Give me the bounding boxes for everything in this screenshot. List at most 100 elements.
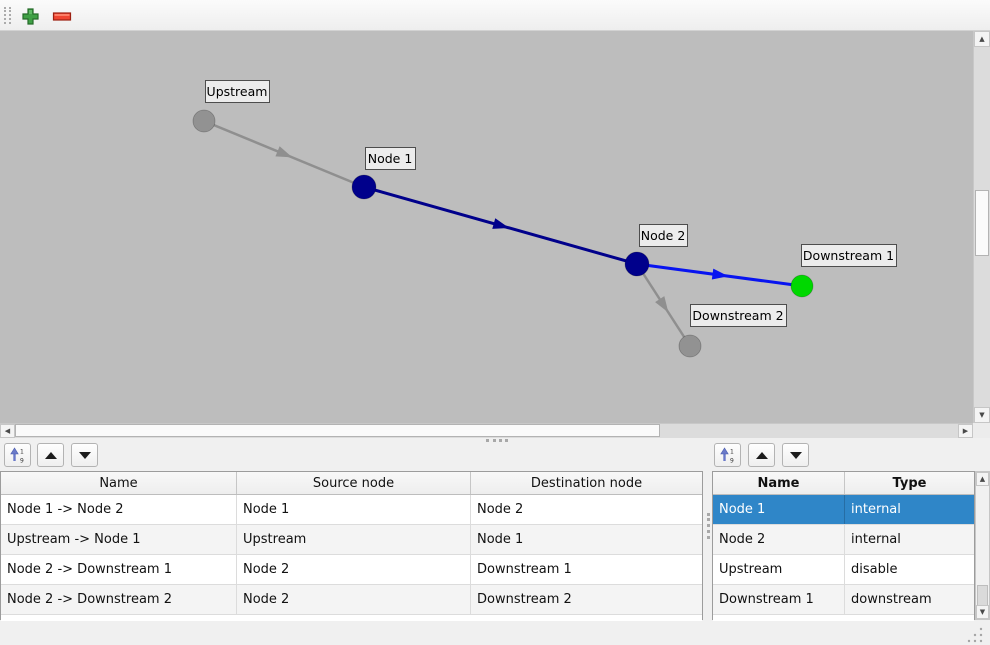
nodes-move-up-button[interactable] (748, 443, 775, 467)
edge-arrow-icon (655, 296, 669, 313)
node-label-box[interactable] (690, 304, 787, 327)
nodes-move-down-button[interactable] (782, 443, 809, 467)
node-label: Downstream 1 (803, 248, 894, 263)
table-cell: internal (851, 532, 901, 547)
svg-text:1: 1 (20, 448, 24, 455)
node-label: Node 1 (368, 151, 413, 166)
add-node-button[interactable] (18, 5, 42, 27)
table-scroll-thumb[interactable] (977, 585, 988, 606)
table-cell: Node 2 -> Downstream 1 (1, 555, 237, 584)
table-splitter-handle[interactable] (704, 471, 712, 620)
table-cell: Downstream 2 (477, 592, 572, 607)
canvas-horizontal-scrollbar[interactable]: ◀ ▶ (0, 423, 973, 438)
scroll-down-button[interactable]: ▼ (974, 407, 990, 423)
vertical-scroll-thumb[interactable] (975, 190, 989, 256)
svg-text:1: 1 (730, 448, 734, 455)
nodes-table-scrollbar[interactable]: ▲ ▼ (975, 471, 990, 620)
table-cell: Node 1 (713, 495, 845, 524)
green-plus-icon (21, 7, 39, 25)
table-cell: Downstream 1 (477, 562, 572, 577)
table-cell: Upstream (713, 555, 845, 584)
remove-node-button[interactable] (50, 5, 74, 27)
node-label-box[interactable] (801, 244, 897, 267)
scroll-right-button[interactable]: ▶ (958, 424, 973, 438)
table-cell: Node 2 -> Downstream 2 (1, 585, 237, 614)
splitter-dots-icon (707, 513, 710, 539)
node-label: Node 2 (641, 228, 686, 243)
table-cell: Node 2 (237, 585, 471, 614)
triangle-up-icon (44, 451, 57, 459)
svg-text:9: 9 (730, 457, 734, 464)
table-cell: Upstream -> Node 1 (1, 525, 237, 554)
edge-arrow-icon (711, 268, 729, 280)
node-label: Upstream (207, 84, 268, 99)
table-row[interactable]: Upstream disable (713, 555, 974, 585)
column-header[interactable]: Name (713, 472, 845, 494)
canvas-vertical-scrollbar[interactable]: ▲ ▼ (973, 31, 990, 423)
table-cell: Upstream (237, 525, 471, 554)
node-label-box[interactable] (205, 80, 270, 103)
edge-arrow-icon (275, 146, 293, 158)
table-cell: Node 1 (237, 495, 471, 524)
node-label-box[interactable] (365, 147, 416, 170)
splitter-dots-icon (486, 439, 508, 442)
red-minus-icon (52, 11, 72, 21)
table-cell: internal (851, 502, 901, 517)
edges-move-down-button[interactable] (71, 443, 98, 467)
pane-splitter-handle[interactable] (0, 438, 990, 443)
table-header: Name Type (713, 472, 974, 495)
table-row[interactable]: Downstream 1 downstream (713, 585, 974, 615)
graph-node[interactable] (790, 274, 814, 298)
column-header[interactable]: Source node (237, 472, 471, 494)
table-cell: Node 1 -> Node 2 (1, 495, 237, 524)
triangle-down-icon (789, 451, 802, 459)
table-empty-space (1, 615, 702, 621)
edges-move-up-button[interactable] (37, 443, 64, 467)
scroll-up-button[interactable]: ▲ (976, 472, 989, 486)
svg-text:9: 9 (20, 457, 24, 464)
column-header[interactable]: Name (1, 472, 237, 494)
table-row[interactable]: Node 1 internal (713, 495, 974, 525)
main-toolbar (0, 0, 990, 31)
table-row[interactable]: Node 2 internal (713, 525, 974, 555)
edge-arrow-icon (492, 218, 510, 229)
sort-ascending-icon: 1 9 (720, 446, 734, 464)
triangle-up-icon (755, 451, 768, 459)
nodes-sort-button[interactable]: 1 9 (714, 443, 741, 467)
graph-node[interactable] (351, 174, 377, 200)
triangle-down-icon (78, 451, 91, 459)
node-label-box[interactable] (639, 224, 688, 247)
table-cell: Node 2 (713, 525, 845, 554)
scroll-left-button[interactable]: ◀ (0, 424, 15, 438)
graph-node[interactable] (192, 109, 216, 133)
scroll-up-button[interactable]: ▲ (974, 31, 990, 47)
edges-sort-button[interactable]: 1 9 (4, 443, 31, 467)
toolbar-grip-handle[interactable] (4, 7, 11, 24)
table-cell: disable (851, 562, 898, 577)
graph-node[interactable] (624, 251, 650, 277)
table-cell: Downstream 1 (713, 585, 845, 614)
graph-node[interactable] (678, 334, 702, 358)
resize-grip-icon[interactable] (966, 626, 984, 644)
scrollbar-corner (973, 423, 990, 438)
table-cell: Node 2 (477, 502, 524, 517)
column-header[interactable]: Destination node (530, 475, 643, 491)
table-empty-space (713, 615, 974, 621)
table-cell: Node 1 (477, 532, 524, 547)
table-cell: Node 2 (237, 555, 471, 584)
node-label: Downstream 2 (692, 308, 783, 323)
column-header[interactable]: Type (892, 475, 927, 491)
table-cell: downstream (851, 592, 932, 607)
horizontal-scroll-thumb[interactable] (15, 424, 660, 437)
scroll-down-button[interactable]: ▼ (976, 605, 989, 619)
